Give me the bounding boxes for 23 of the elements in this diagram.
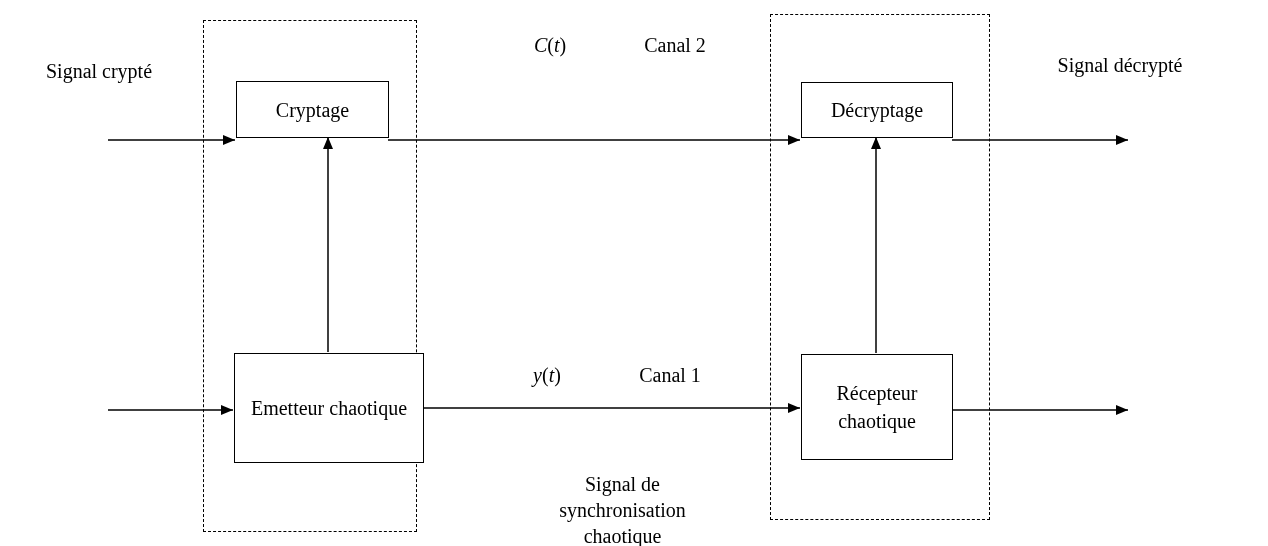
box-label: Cryptage [274,97,351,124]
arrow [323,136,333,353]
arrow [422,403,801,413]
box-label: Décryptage [829,98,925,124]
process-box [236,81,389,138]
arrow [387,135,801,145]
text-label: C(t) [533,33,567,58]
process-box [801,82,953,138]
box-label: Emetteur chaotique [249,396,408,422]
process-box [234,353,424,463]
text-label: Canal 2 [644,33,706,58]
dashed-group-box [770,14,990,520]
arrow [951,405,1129,415]
text-label: y(t) [533,363,561,388]
arrow [871,136,881,354]
process-box [801,354,953,460]
arrow [107,135,236,145]
arrow [107,405,234,415]
box-label: Récepteur chaotique [835,381,919,435]
text-label: Signal crypté [45,59,153,84]
text-label: Signal décrypté [1057,53,1183,78]
text-label: Canal 1 [639,363,701,388]
arrow [951,135,1129,145]
